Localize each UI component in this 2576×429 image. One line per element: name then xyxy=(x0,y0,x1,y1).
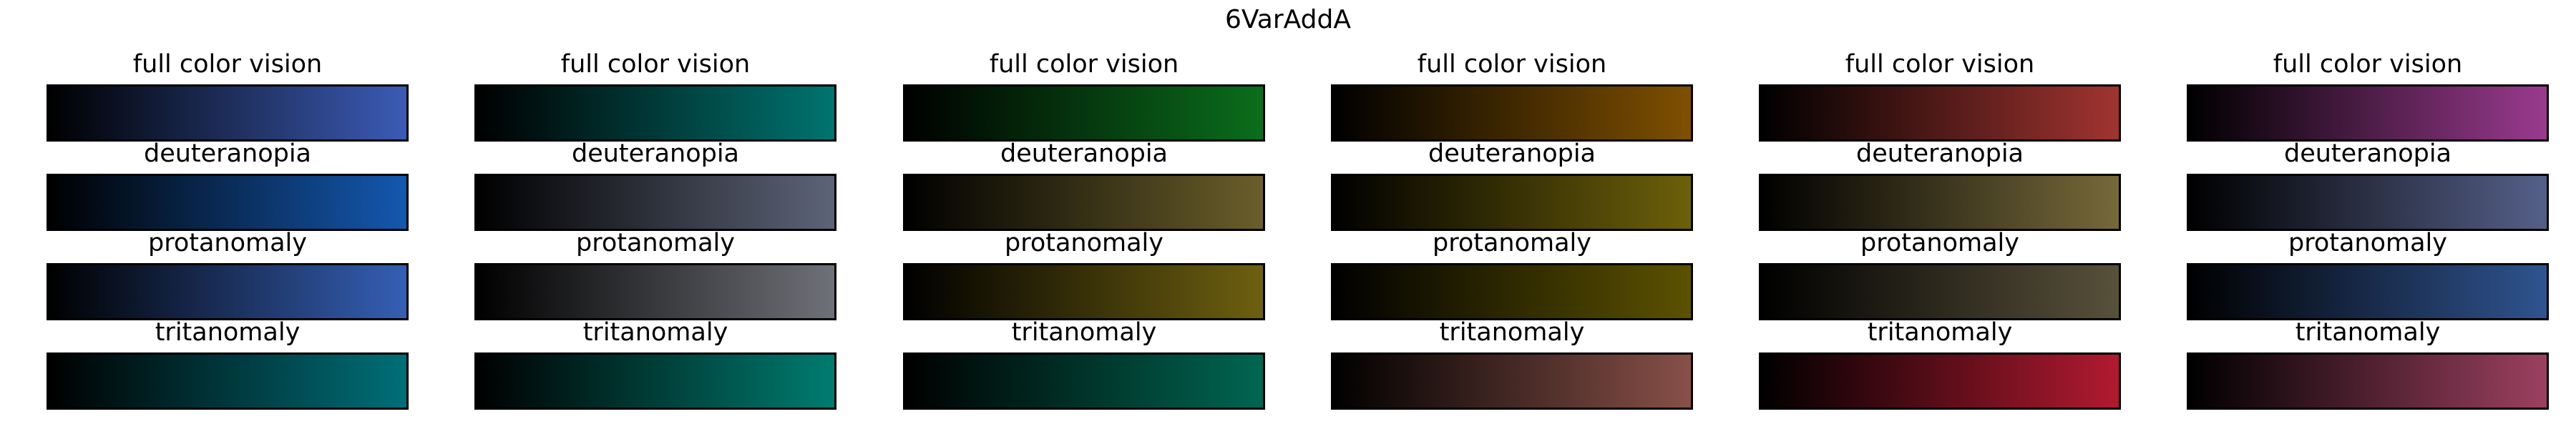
gradient-bar xyxy=(47,263,409,320)
swatch-panel: tritanomaly xyxy=(1331,318,1693,410)
gradient-bar xyxy=(903,352,1265,410)
panel-title: deuteranopia xyxy=(1000,139,1168,168)
panel-title: protanomaly xyxy=(148,229,307,257)
panel-title: tritanomaly xyxy=(2295,318,2441,347)
gradient-bar xyxy=(47,352,409,410)
panel-title: tritanomaly xyxy=(1439,318,1585,347)
gradient-bar xyxy=(474,174,836,231)
panel-title: deuteranopia xyxy=(2283,139,2451,168)
gradient-bar xyxy=(1759,352,2121,410)
gradient-bar xyxy=(474,263,836,320)
gradient-bar xyxy=(1759,174,2121,231)
gradient-bar xyxy=(2187,263,2549,320)
swatch-panel: deuteranopia xyxy=(474,139,836,231)
panel-title: protanomaly xyxy=(1433,229,1591,257)
panel-title: tritanomaly xyxy=(1011,318,1157,347)
gradient-bar xyxy=(2187,84,2549,142)
gradient-bar xyxy=(1331,263,1693,320)
gradient-bar xyxy=(474,84,836,142)
panel-title: full color vision xyxy=(132,50,323,79)
panel-title: full color vision xyxy=(1417,50,1607,79)
swatch-panel: full color vision xyxy=(47,50,409,142)
swatch-panel: protanomaly xyxy=(474,229,836,320)
swatch-panel: full color vision xyxy=(474,50,836,142)
swatch-panel: protanomaly xyxy=(1759,229,2121,320)
swatch-panel: protanomaly xyxy=(1331,229,1693,320)
gradient-bar xyxy=(1759,84,2121,142)
panel-title: deuteranopia xyxy=(1428,139,1596,168)
gradient-bar xyxy=(903,263,1265,320)
gradient-bar xyxy=(474,352,836,410)
panel-title: deuteranopia xyxy=(1855,139,2024,168)
gradient-bar xyxy=(1759,263,2121,320)
gradient-bar xyxy=(47,84,409,142)
panel-title: protanomaly xyxy=(1005,229,1163,257)
gradient-bar xyxy=(47,174,409,231)
swatch-panel: deuteranopia xyxy=(1759,139,2121,231)
swatch-panel: protanomaly xyxy=(47,229,409,320)
swatch-panel: protanomaly xyxy=(2187,229,2549,320)
swatch-panel: full color vision xyxy=(1331,50,1693,142)
panel-title: deuteranopia xyxy=(571,139,739,168)
panel-title: deuteranopia xyxy=(143,139,311,168)
swatch-panel: tritanomaly xyxy=(47,318,409,410)
gradient-bar xyxy=(1331,174,1693,231)
panel-title: full color vision xyxy=(1845,50,2035,79)
swatch-panel: tritanomaly xyxy=(1759,318,2121,410)
gradient-bar xyxy=(1331,352,1693,410)
gradient-bar xyxy=(2187,352,2549,410)
panel-title: tritanomaly xyxy=(1867,318,2013,347)
swatch-panel: deuteranopia xyxy=(1331,139,1693,231)
panel-title: full color vision xyxy=(989,50,1179,79)
swatch-panel: full color vision xyxy=(1759,50,2121,142)
swatch-panel: tritanomaly xyxy=(2187,318,2549,410)
figure-title: 6VarAddA xyxy=(1225,5,1351,34)
swatch-panel: protanomaly xyxy=(903,229,1265,320)
panel-title: full color vision xyxy=(560,50,751,79)
swatch-panel: deuteranopia xyxy=(2187,139,2549,231)
gradient-bar xyxy=(2187,174,2549,231)
panel-title: tritanomaly xyxy=(582,318,728,347)
swatch-panel: tritanomaly xyxy=(474,318,836,410)
panel-title: full color vision xyxy=(2273,50,2463,79)
panel-title: protanomaly xyxy=(576,229,735,257)
panel-title: protanomaly xyxy=(1860,229,2019,257)
panel-title: protanomaly xyxy=(2288,229,2447,257)
gradient-bar xyxy=(1331,84,1693,142)
gradient-bar xyxy=(903,174,1265,231)
panel-title: tritanomaly xyxy=(155,318,301,347)
swatch-panel: tritanomaly xyxy=(903,318,1265,410)
swatch-panel: deuteranopia xyxy=(903,139,1265,231)
swatch-panel: full color vision xyxy=(2187,50,2549,142)
swatch-panel: full color vision xyxy=(903,50,1265,142)
gradient-bar xyxy=(903,84,1265,142)
swatch-panel: deuteranopia xyxy=(47,139,409,231)
